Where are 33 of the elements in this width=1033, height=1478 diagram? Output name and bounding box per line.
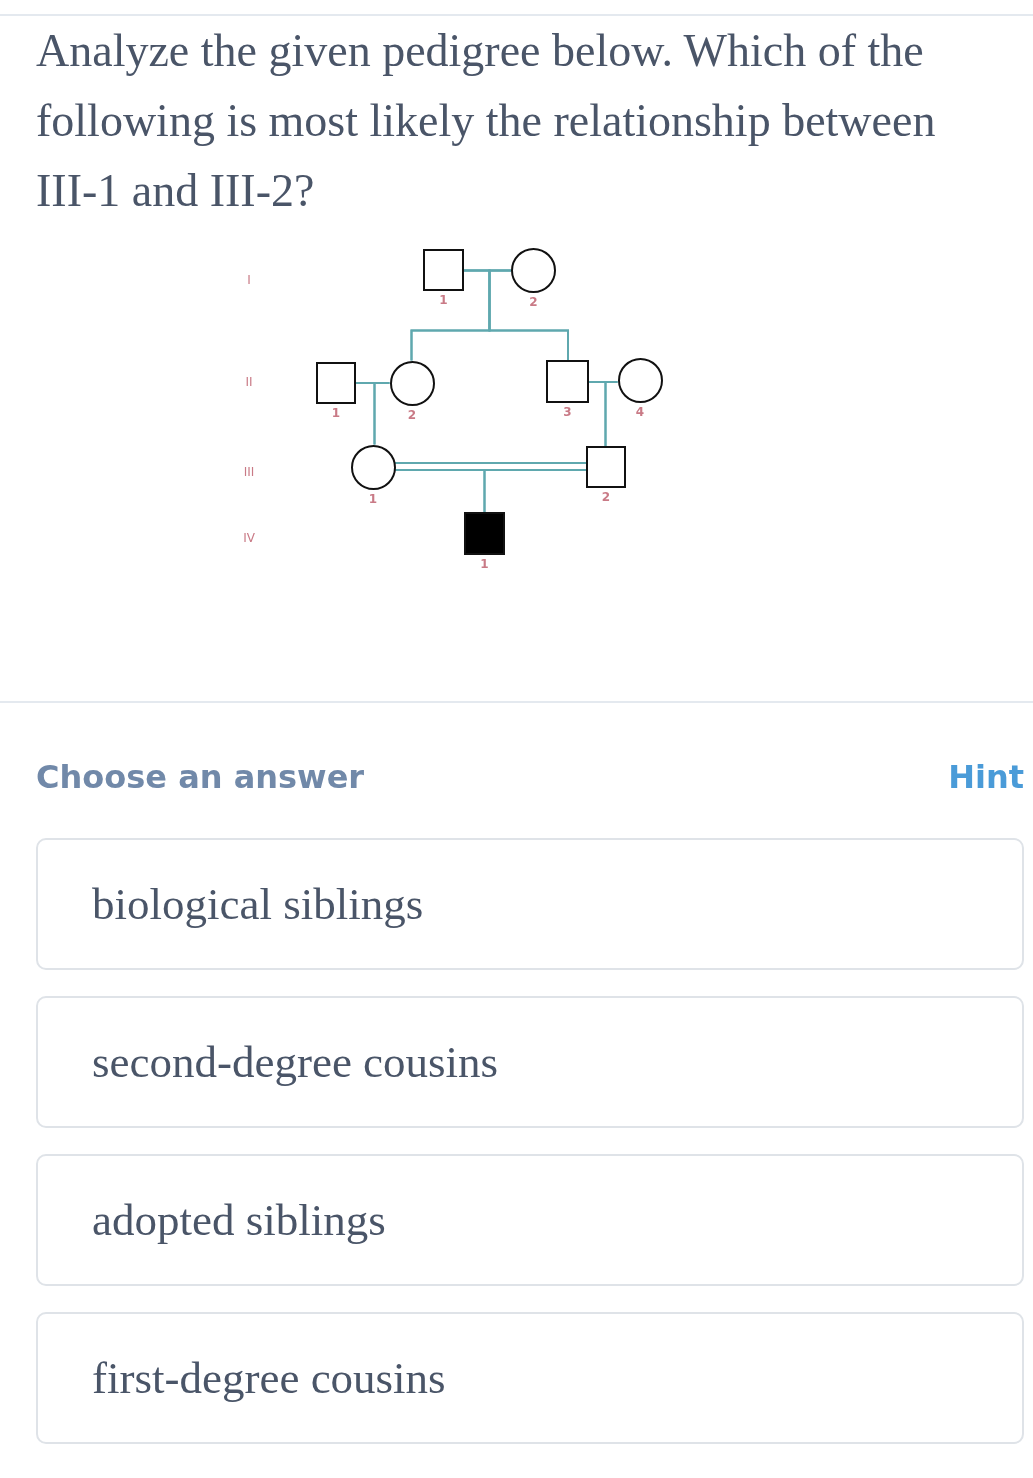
individual-number: 3 bbox=[563, 406, 572, 419]
filled-square-symbol bbox=[464, 512, 505, 555]
individual-number: 4 bbox=[635, 406, 645, 419]
answer-option: biological siblings bbox=[36, 838, 1024, 970]
square-symbol bbox=[423, 249, 464, 291]
individual-number: 2 bbox=[601, 491, 611, 504]
descent-line bbox=[604, 381, 619, 447]
generation-label: III bbox=[243, 465, 255, 480]
individual-number: 1 bbox=[439, 294, 448, 307]
individual-number: 1 bbox=[480, 558, 489, 571]
generation-label: IV bbox=[243, 531, 255, 546]
generation-label: I bbox=[247, 273, 251, 288]
square-symbol bbox=[546, 360, 589, 403]
section-heading: Choose an answer bbox=[36, 757, 365, 798]
individual-number: 2 bbox=[407, 408, 417, 422]
hint-link: Hint bbox=[948, 757, 1024, 798]
individual-number: 1 bbox=[331, 407, 341, 420]
answer-option: first-degree cousins bbox=[36, 1312, 1024, 1444]
question-text: Analyze the given pedigree below. Which of the following is most likely the relationship between III-1 and III-2? bbox=[36, 24, 937, 218]
circle-symbol bbox=[350, 444, 396, 490]
individual-number: 1 bbox=[368, 492, 378, 506]
generation-label: II bbox=[245, 375, 253, 390]
descent-line bbox=[483, 469, 587, 513]
answer-option: adopted siblings bbox=[36, 1154, 1024, 1286]
circle-symbol bbox=[389, 360, 435, 406]
square-symbol bbox=[316, 362, 356, 404]
square-symbol bbox=[586, 446, 626, 488]
circle-symbol bbox=[511, 248, 556, 293]
circle-symbol bbox=[617, 358, 663, 403]
answer-option: second-degree cousins bbox=[36, 996, 1024, 1128]
individual-number: 2 bbox=[529, 296, 538, 309]
descent-line bbox=[373, 382, 391, 446]
descent-line bbox=[488, 269, 569, 361]
